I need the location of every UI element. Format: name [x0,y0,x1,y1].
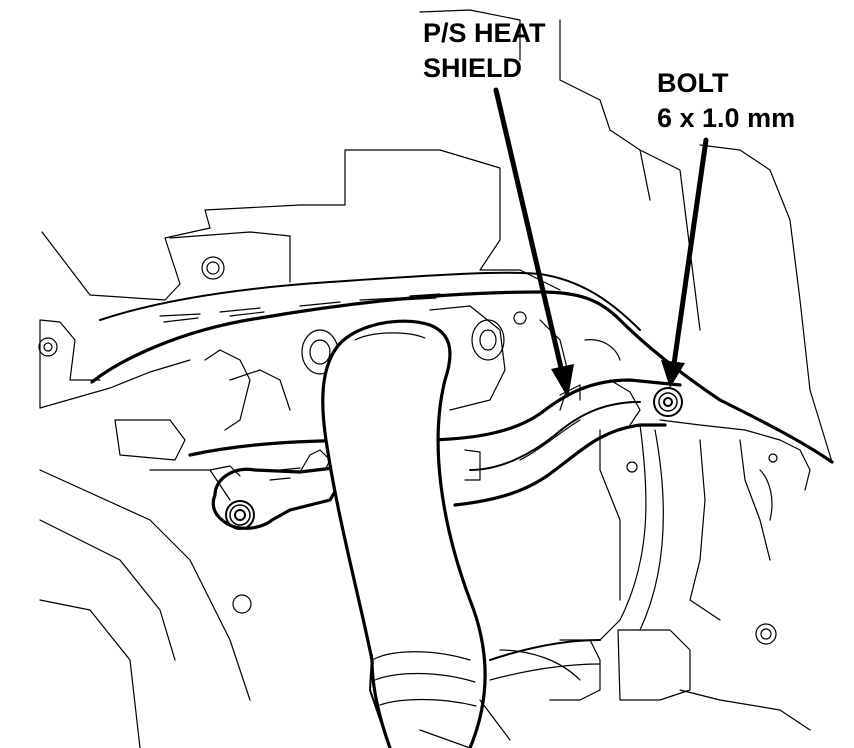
bolt-6x1-0mm [653,387,683,417]
bolt-leader-arrow [661,137,709,388]
left-frame [38,319,252,748]
bolt-label-line2: 6 x 1.0 mm [657,103,796,133]
ps-heat-shield [188,378,682,507]
intake-hose [321,319,487,748]
bolt-label-line1: BOLT [657,68,729,98]
manifold-components [204,305,621,431]
heat-shield-label-line1: P/S HEAT [423,18,546,48]
upper-engine-cover [41,9,833,463]
heat-shield-leader-arrow [493,87,574,398]
heat-shield-label-line2: SHIELD [423,53,523,83]
left-bracket [209,449,352,530]
head-contour [90,271,834,464]
right-components [499,419,811,731]
bottom-cables [419,639,601,748]
